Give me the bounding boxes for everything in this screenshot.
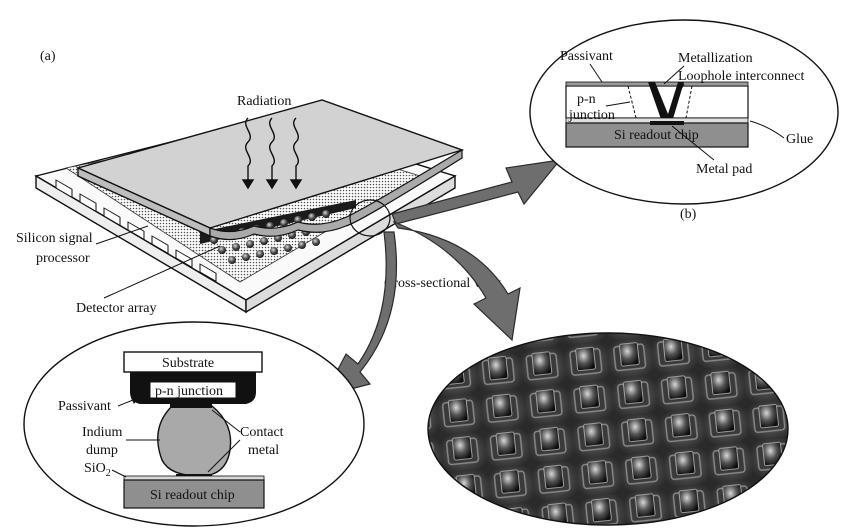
sio2-label-base: SiO xyxy=(84,461,106,476)
pn-junction-box xyxy=(149,381,237,399)
panel-c-passivant-label: Passivant xyxy=(58,399,111,414)
loophole-interconnect-label: Loophole interconnect xyxy=(678,69,804,84)
sio2-layer xyxy=(123,475,265,481)
detector-array-leader xyxy=(103,245,221,299)
loophole-metallization xyxy=(648,82,684,122)
metal-pad xyxy=(650,121,684,125)
sem-indium-bump-image xyxy=(427,332,789,526)
glue-label: Glue xyxy=(786,132,813,147)
metal-pad-label: Metal pad xyxy=(696,162,752,177)
radiation-label: Radiation xyxy=(237,94,291,109)
silicon-signal-processor-label-1: Silicon signal xyxy=(16,231,93,246)
contact-metal-bottom xyxy=(176,474,212,477)
contact-metal-label-2: metal xyxy=(248,443,279,458)
panel-b-pn-label-1: p-n xyxy=(577,92,596,107)
panel-c-pn-label: p-n junction xyxy=(155,384,223,399)
contact-metal-top xyxy=(170,404,212,408)
radiation-arrows xyxy=(241,117,303,190)
contact-metal-label-1: Contact xyxy=(240,425,284,440)
arrow-to-panel-b xyxy=(391,159,562,225)
pointer-arrows xyxy=(322,159,562,397)
panel-c: Substrate p-n junction Passivant Indium … xyxy=(23,321,365,527)
detector-top-plate xyxy=(75,99,465,241)
panel-b-si-readout-chip xyxy=(565,122,749,148)
panel-c-si-readout-chip xyxy=(123,479,265,509)
panel-a-tag: (a) xyxy=(40,49,56,64)
cross-section-marker xyxy=(349,199,391,237)
panel-b-tag: (b) xyxy=(680,207,697,222)
panel-c-si-readout-label: Si readout chip xyxy=(150,488,235,503)
panel-b-pn-label-2: junction xyxy=(568,108,615,123)
cross-sectional-view-label: Cross-sectional view xyxy=(384,276,502,291)
silicon-signal-processor-label-2: processor xyxy=(36,251,90,266)
panel-b: Passivant Metallization Loophole interco… xyxy=(529,19,839,222)
panel-a: (a) xyxy=(16,49,502,316)
panel-b-passivant-label: Passivant xyxy=(560,49,613,64)
metallization-label: Metallization xyxy=(678,51,753,66)
indium-label-2: dump xyxy=(86,443,118,458)
sio2-label-sub: 2 xyxy=(106,468,111,479)
substrate-label: Substrate xyxy=(162,356,214,371)
sio2-label: SiO2 xyxy=(84,461,111,479)
silicon-signal-processor-leader xyxy=(95,225,149,245)
panel-b-si-readout-label: Si readout chip xyxy=(614,128,699,143)
arrow-to-sem xyxy=(392,220,521,342)
detector-array-label: Detector array xyxy=(76,301,156,316)
indium-label-1: Indium xyxy=(82,425,123,440)
arrow-to-panel-c xyxy=(322,231,398,397)
